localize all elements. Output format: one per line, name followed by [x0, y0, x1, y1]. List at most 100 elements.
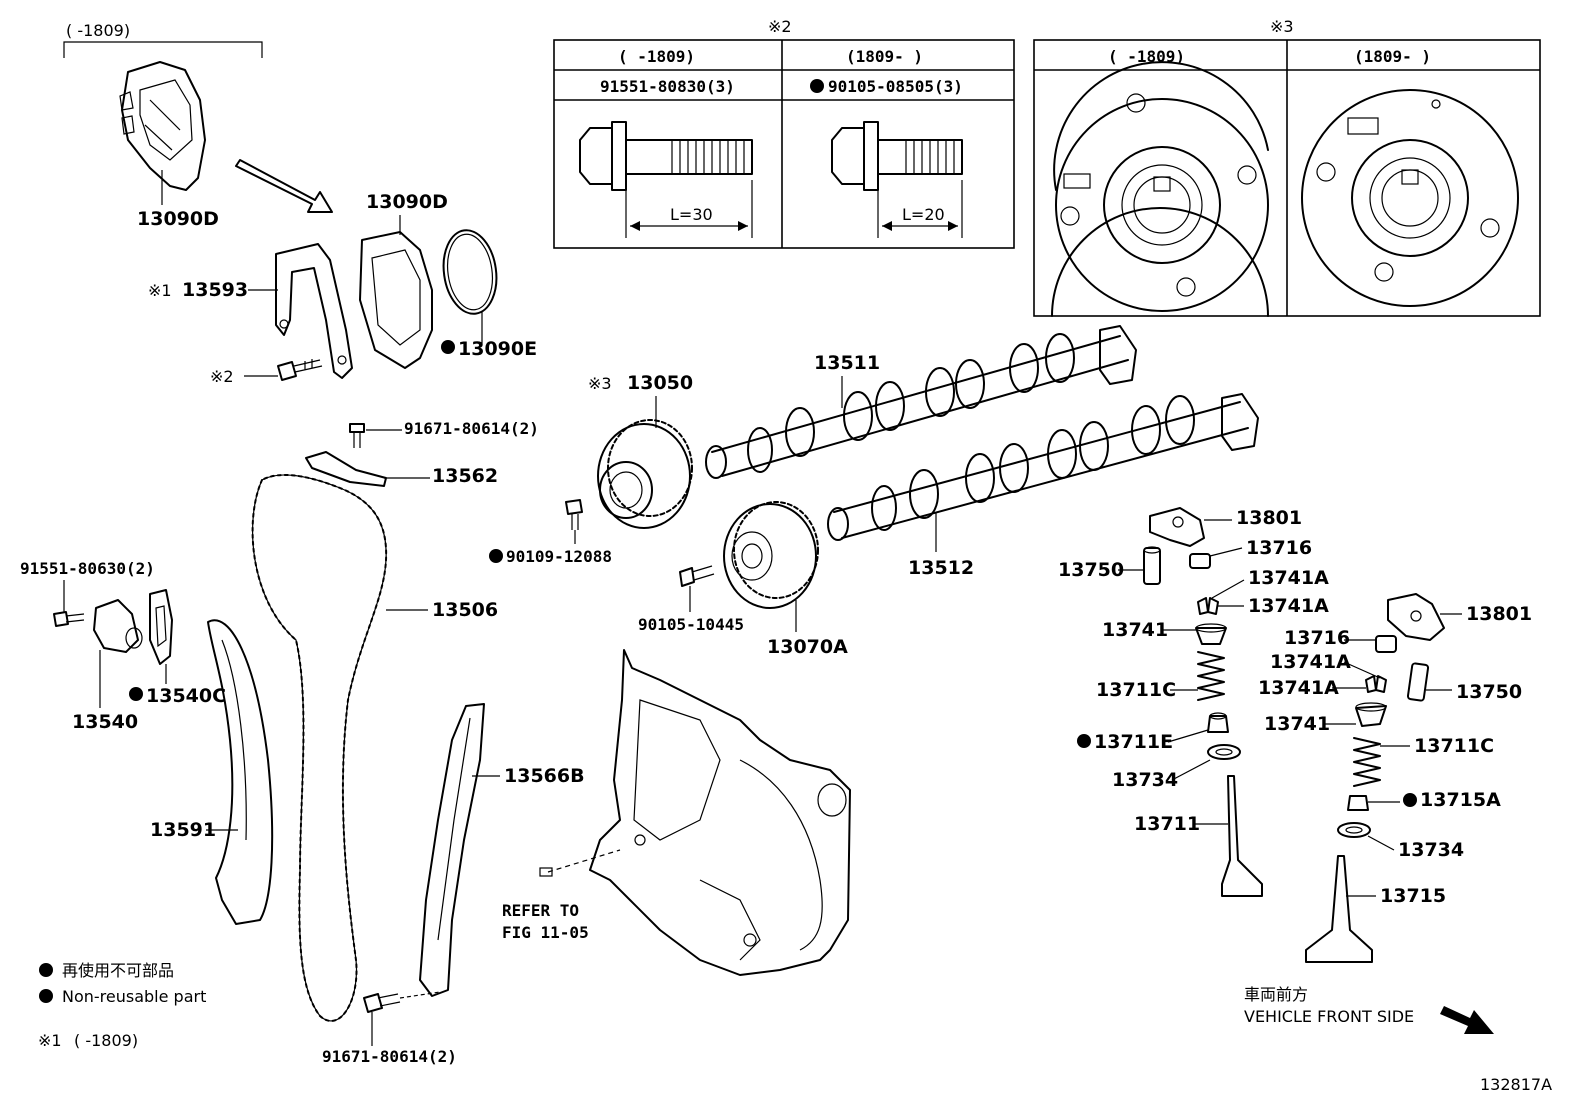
label-13090D-b: 13090D [366, 191, 448, 213]
label-13715: 13715 [1380, 885, 1446, 907]
label-13050-mark: ※3 [588, 374, 612, 393]
front-jp: 車両前方 [1244, 985, 1308, 1004]
label-13711: 13711 [1134, 813, 1200, 835]
table2-mark: ※2 [768, 17, 792, 36]
washer-13734-a-drawing [1207, 744, 1241, 760]
non-reusable-dot-icon [1403, 793, 1417, 807]
lash-adjuster-13750-a-drawing [1143, 546, 1161, 585]
pad-13716-b-drawing [1375, 635, 1397, 653]
front-direction-arrow-icon [1440, 1006, 1494, 1034]
spring-13711C-a-drawing [1197, 651, 1225, 701]
legend-jp: 再使用不可部品 [62, 961, 174, 980]
gasket-13540C-drawing [149, 589, 173, 665]
label-13741A-a: 13741A [1248, 567, 1329, 589]
bolt-l30-drawing [579, 121, 753, 238]
spring-13711C-b-drawing [1353, 737, 1381, 787]
label-13741-b: 13741 [1264, 713, 1330, 735]
bolt-90109-drawing [565, 499, 583, 530]
label-91671-bottom: 91671-80614(2) [322, 1047, 457, 1066]
legend: 再使用不可部品 Non-reusable part ※1 ( -1809) [38, 961, 206, 1050]
label-13511: 13511 [814, 352, 880, 374]
svg-text:( -1809): ( -1809) [66, 21, 130, 40]
lash-adjuster-13750-b-drawing [1406, 662, 1430, 702]
table2-col1-length: L=30 [670, 205, 713, 224]
pad-13716-a-drawing [1189, 553, 1211, 569]
leader-13716-a [1209, 547, 1243, 557]
refer-line-2[interactable]: FIG 11-05 [502, 923, 589, 942]
table3-sprocket-variants: ( -1809) (1809- ) [1033, 39, 1541, 317]
label-13593-mark: ※1 [148, 281, 172, 300]
retainer-13741-a-drawing [1195, 623, 1227, 645]
label-13562: 13562 [432, 465, 498, 487]
legend-en: Non-reusable part [62, 987, 206, 1006]
label-13591: 13591 [150, 819, 216, 841]
label-13566B: 13566B [504, 765, 585, 787]
vehicle-front-indicator: 車両前方 VEHICLE FRONT SIDE [1244, 985, 1494, 1034]
refer-line-1: REFER TO [502, 901, 579, 920]
label-13512: 13512 [908, 557, 974, 579]
rocker-arm-13801-b-drawing [1387, 593, 1445, 641]
label-90105: 90105-10445 [638, 615, 744, 634]
table2-col1-range: ( -1809) [618, 47, 695, 66]
label-13750-b: 13750 [1456, 681, 1522, 703]
tensioner-13540-drawing [93, 599, 143, 653]
pump-body-drawing [359, 215, 433, 369]
label-13090E: 13090E [458, 338, 537, 360]
non-reusable-dot-icon [1077, 734, 1091, 748]
label-13741A-c: 13741A [1270, 651, 1351, 673]
label-bolt-mark2: ※2 [210, 367, 234, 386]
exhaust-valve-13715-drawing [1305, 855, 1373, 963]
sprocket-variant-old [1051, 61, 1269, 317]
label-13540C: 13540C [146, 685, 226, 707]
bolt-91551-drawing [53, 611, 85, 627]
figure-id: 132817A [1480, 1075, 1552, 1094]
non-reusable-dot-icon [489, 549, 503, 563]
label-13716-b: 13716 [1284, 627, 1350, 649]
label-13506: 13506 [432, 599, 498, 621]
chain-slipper-13591-drawing [207, 619, 274, 925]
valve-keys-13741A-b-drawing [1365, 675, 1387, 693]
oil-pump-assembly-drawing [119, 61, 206, 191]
label-91671-top: 91671-80614(2) [404, 419, 539, 438]
sprocket-variant-new [1301, 89, 1519, 307]
non-reusable-dot-icon [810, 79, 824, 93]
o-ring-13090E-drawing [442, 229, 498, 315]
bolt-91671-bottom-drawing [363, 991, 441, 1013]
camshaft-13512-drawing [827, 393, 1259, 541]
label-13711C-b: 13711C [1414, 735, 1494, 757]
label-13741-a: 13741 [1102, 619, 1168, 641]
label-13734-a: 13734 [1112, 769, 1178, 791]
front-en: VEHICLE FRONT SIDE [1244, 1007, 1414, 1026]
leader-13734-a [1171, 759, 1211, 781]
label-13593: 13593 [182, 279, 248, 301]
bolt-l20-drawing [831, 121, 963, 238]
camshaft-13511-drawing [705, 325, 1137, 479]
retainer-13741-b-drawing [1355, 702, 1387, 727]
table2-col2-range: (1809- ) [846, 47, 923, 66]
label-91551: 91551-80630(2) [20, 559, 155, 578]
chain-tensioner-slipper-13562-drawing [305, 451, 387, 487]
label-13711C-a: 13711C [1096, 679, 1176, 701]
table2-col2-part: 90105-08505(3) [828, 77, 963, 96]
legend-note1-mark: ※1 [38, 1031, 62, 1050]
label-13741A-b: 13741A [1248, 595, 1329, 617]
label-13801-b: 13801 [1466, 603, 1532, 625]
legend-note1-range: ( -1809) [74, 1031, 138, 1050]
cam-timing-gear-13070A-drawing [723, 501, 819, 609]
leader-13734-b [1367, 835, 1395, 851]
label-13540: 13540 [72, 711, 138, 733]
bolt-91671-top-drawing [349, 423, 365, 448]
top-left-range-bracket: ( -1809) [63, 21, 263, 58]
leader-13741A-ab [1211, 579, 1245, 607]
label-13711E: 13711E [1094, 731, 1173, 753]
table2-col2-length: L=20 [902, 205, 945, 224]
table3-col2-range: (1809- ) [1354, 47, 1431, 66]
label-13715A: 13715A [1420, 789, 1501, 811]
explode-arrow-icon [235, 159, 333, 213]
label-13050: 13050 [627, 372, 693, 394]
bolt-90105-drawing [679, 565, 715, 587]
label-13070A: 13070A [767, 636, 848, 658]
label-13801-a: 13801 [1236, 507, 1302, 529]
non-reusable-dot-icon [441, 340, 455, 354]
